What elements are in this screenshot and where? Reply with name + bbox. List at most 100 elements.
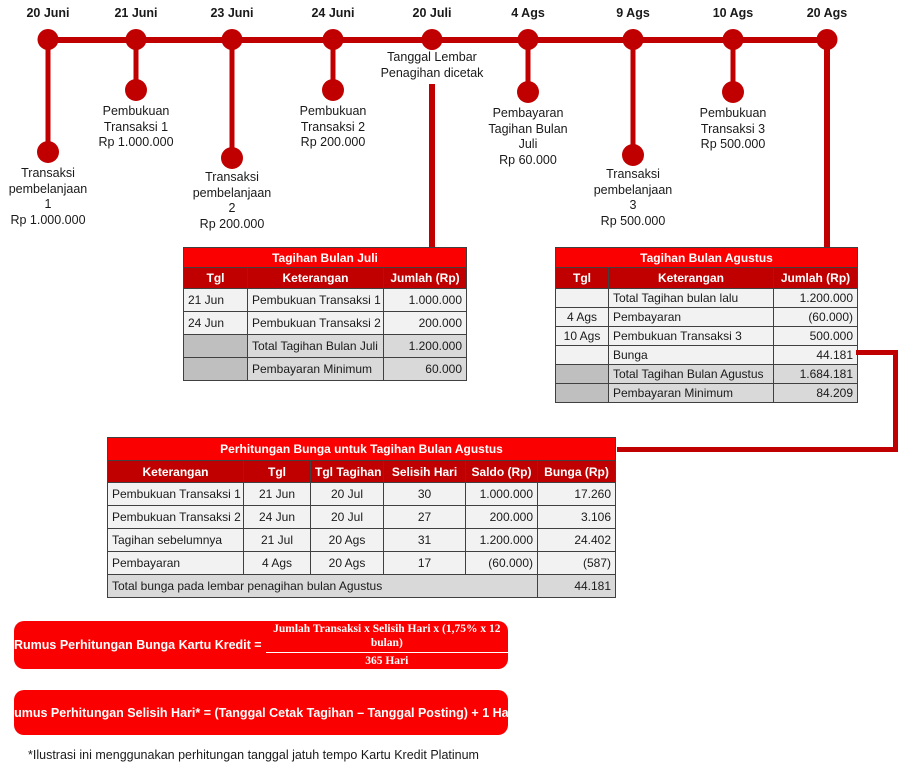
day-difference-formula-box: Rumus Perhitungan Selisih Hari* = (Tangg… — [5, 690, 517, 735]
bunga-connector-segment — [617, 447, 898, 452]
cell-keterangan: Total Tagihan Bulan Juli — [247, 334, 384, 358]
table-row: 21 Jun Pembukuan Transaksi 1 1.000.000 — [183, 288, 467, 312]
timeline-dot-icon — [421, 29, 443, 50]
cell-tgl-tagihan: 20 Jul — [310, 505, 384, 529]
col-header-keterangan: Keterangan — [608, 267, 774, 289]
event-stem — [45, 40, 51, 152]
cell-keterangan: Pembayaran Minimum — [247, 357, 384, 381]
cell-bunga: 3.106 — [536, 505, 617, 529]
col-header-saldo: Saldo (Rp) — [465, 460, 538, 483]
table-row: Pembukuan Transaksi 1 21 Jun 20 Jul 30 1… — [107, 482, 617, 506]
event-date: 20 Juni — [26, 6, 70, 20]
timeline-dot-icon — [517, 29, 539, 50]
cell-tgl-tagihan: 20 Ags — [310, 551, 384, 575]
event-stem — [133, 40, 139, 90]
event-date: 10 Ags — [712, 6, 754, 20]
cell-selisih: 31 — [383, 528, 466, 552]
cell-tgl: 10 Ags — [555, 326, 609, 346]
cell-saldo: 1.000.000 — [465, 482, 538, 506]
bunga-connector-segment — [856, 350, 898, 355]
cell-tgl — [555, 383, 609, 403]
event-label: Transaksi pembelanjaan 3 Rp 500.000 — [593, 167, 673, 228]
timeline-dot-icon — [37, 29, 59, 50]
cell-saldo: (60.000) — [465, 551, 538, 575]
cell-selisih: 17 — [383, 551, 466, 575]
cell-jumlah: 60.000 — [383, 357, 467, 381]
cell-total-value: 44.181 — [536, 574, 617, 598]
cell-bunga: (587) — [536, 551, 617, 575]
event-date: 20 Ags — [806, 6, 848, 20]
cell-keterangan: Pembukuan Transaksi 1 — [107, 482, 244, 506]
event-label: Transaksi pembelanjaan 1 Rp 1.000.000 — [8, 166, 88, 227]
formula-denominator: 365 Hari — [365, 654, 409, 667]
timeline-dot-icon — [622, 29, 644, 50]
juli-billing-table: Tagihan Bulan Juli Tgl Keterangan Jumlah… — [183, 247, 467, 381]
event-stem — [229, 40, 235, 158]
formula-fraction: Jumlah Transaksi x Selisih Hari x (1,75%… — [265, 622, 508, 668]
cell-keterangan: Pembukuan Transaksi 1 — [247, 288, 384, 312]
cell-tgl: 4 Ags — [243, 551, 311, 575]
cell-selisih: 27 — [383, 505, 466, 529]
cell-tgl: 21 Jun — [243, 482, 311, 506]
footnote: *Ilustrasi ini menggunakan perhitungan t… — [28, 748, 479, 762]
formula-prefix: Rumus Perhitungan Bunga Kartu Kredit = — [14, 638, 262, 652]
timeline-dot-icon — [722, 29, 744, 50]
cell-keterangan: Total Tagihan Bulan Agustus — [608, 364, 774, 384]
table-row: Pembayaran Minimum 60.000 — [183, 357, 467, 381]
cell-jumlah: (60.000) — [772, 307, 859, 327]
table-title: Perhitungan Bunga untuk Tagihan Bulan Ag… — [106, 437, 617, 461]
cell-tgl — [555, 364, 609, 384]
event-label: Pembukuan Transaksi 2 Rp 200.000 — [299, 104, 367, 149]
agustus-billing-table: Tagihan Bulan Agustus Tgl Keterangan Jum… — [554, 247, 859, 403]
table-row: 10 Ags Pembukuan Transaksi 3 500.000 — [555, 326, 859, 346]
formula-numerator: Jumlah Transaksi x Selisih Hari x (1,75%… — [265, 622, 508, 653]
table-row-bunga: Bunga 44.181 — [555, 345, 859, 365]
bunga-connector-segment — [893, 350, 898, 452]
event-label: Pembukuan Transaksi 1 Rp 1.000.000 — [98, 104, 174, 149]
table-row: Pembayaran Minimum 84.209 — [555, 383, 859, 403]
event-stem — [630, 40, 636, 155]
cell-selisih: 30 — [383, 482, 466, 506]
cell-tgl — [183, 357, 248, 381]
col-header-keterangan: Keterangan — [247, 267, 384, 289]
event-date: 23 Juni — [210, 6, 254, 20]
cell-saldo: 1.200.000 — [465, 528, 538, 552]
event-label: Pembukuan Transaksi 3 Rp 500.000 — [699, 106, 767, 151]
cell-bunga: 24.402 — [536, 528, 617, 552]
event-end-dot-icon — [722, 81, 744, 103]
cell-bunga: 17.260 — [536, 482, 617, 506]
cell-jumlah: 200.000 — [383, 311, 467, 335]
cell-jumlah: 500.000 — [772, 326, 859, 346]
event-stem — [525, 40, 531, 92]
cell-tgl — [555, 288, 609, 308]
event-end-dot-icon — [517, 81, 539, 103]
cell-keterangan: Pembayaran — [608, 307, 774, 327]
cell-tgl: 24 Jun — [243, 505, 311, 529]
cell-keterangan: Total Tagihan bulan lalu — [608, 288, 774, 308]
timeline-dot-icon — [816, 29, 838, 50]
cell-tgl: 21 Jun — [183, 288, 248, 312]
cell-jumlah: 1.684.181 — [772, 364, 859, 384]
event-date: 4 Ags — [511, 6, 545, 20]
cell-tgl: 4 Ags — [555, 307, 609, 327]
cell-jumlah: 84.209 — [772, 383, 859, 403]
table-row: Total Tagihan Bulan Agustus 1.684.181 — [555, 364, 859, 384]
event-end-dot-icon — [37, 141, 59, 163]
col-header-tgl: Tgl — [183, 267, 248, 289]
event-date: 20 Juli — [412, 6, 452, 20]
event-end-dot-icon — [125, 79, 147, 101]
timeline-dot-icon — [221, 29, 243, 50]
connector-to-juli-table — [429, 84, 435, 247]
table-title: Tagihan Bulan Juli — [183, 247, 467, 268]
table-row: 24 Jun Pembukuan Transaksi 2 200.000 — [183, 311, 467, 335]
cell-tgl: 21 Jul — [243, 528, 311, 552]
table-row: 4 Ags Pembayaran (60.000) — [555, 307, 859, 327]
event-date: 24 Juni — [311, 6, 355, 20]
table-title: Tagihan Bulan Agustus — [554, 247, 859, 268]
cell-tgl — [183, 334, 248, 358]
table-row: Pembukuan Transaksi 2 24 Jun 20 Jul 27 2… — [107, 505, 617, 529]
timeline-dot-icon — [125, 29, 147, 50]
table-row: Total Tagihan Bulan Juli 1.200.000 — [183, 334, 467, 358]
cell-tgl-tagihan: 20 Jul — [310, 482, 384, 506]
